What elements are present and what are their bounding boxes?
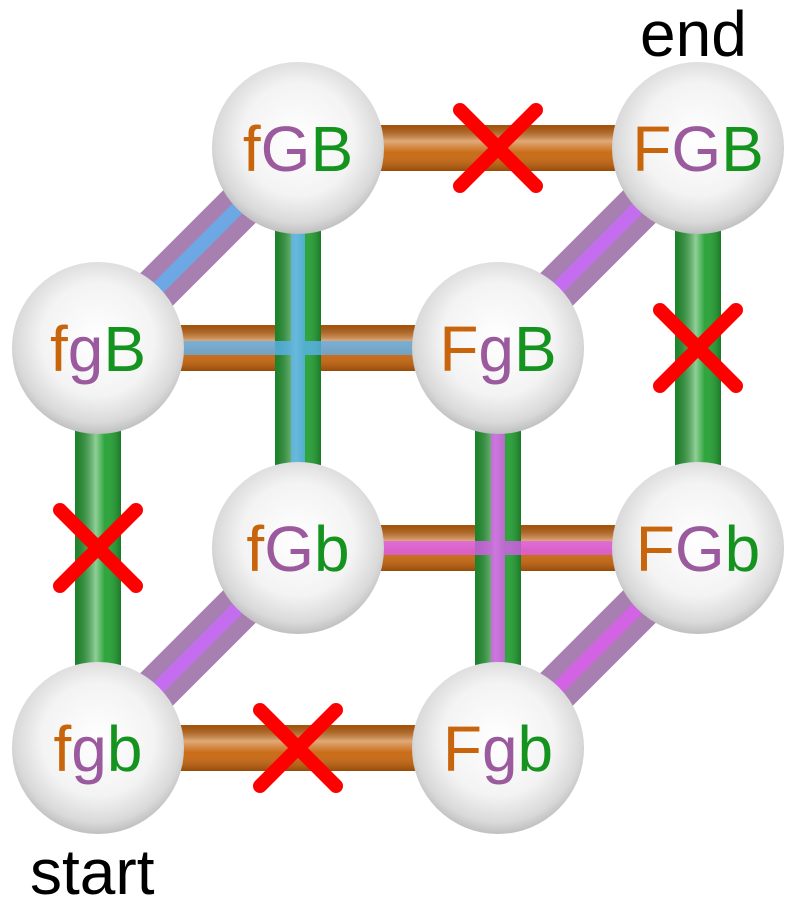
gene-letter: f xyxy=(246,513,264,585)
gene-letter: F xyxy=(443,713,482,785)
node-FGB: FGB xyxy=(612,62,784,234)
node-label: Fgb xyxy=(443,713,553,785)
node-Fgb: Fgb xyxy=(412,662,584,834)
gene-letter: F xyxy=(439,313,478,385)
gene-letter: b xyxy=(518,713,554,785)
gene-letter: g xyxy=(71,713,107,785)
node-sphere xyxy=(612,462,784,634)
node-sphere xyxy=(412,262,584,434)
gene-letter: b xyxy=(107,713,143,785)
gene-letter: g xyxy=(482,713,518,785)
node-label: fGB xyxy=(243,113,353,185)
gene-letter: B xyxy=(721,113,764,185)
gene-letter: f xyxy=(54,713,72,785)
blocked-cross-fgb-fgB xyxy=(53,503,143,593)
end-label: end xyxy=(640,0,747,70)
gene-letter: g xyxy=(478,313,514,385)
node-label: FgB xyxy=(439,313,556,385)
node-fGB: fGB xyxy=(212,62,384,234)
gene-letter: F xyxy=(632,113,671,185)
node-FGb: FGb xyxy=(612,462,784,634)
gene-letter: g xyxy=(68,313,104,385)
gene-letter: b xyxy=(725,513,761,585)
gene-letter: B xyxy=(514,313,557,385)
blocked-markers-layer xyxy=(53,103,743,793)
gene-letter: f xyxy=(243,113,261,185)
node-fgb: fgb xyxy=(12,662,184,834)
gene-letter: G xyxy=(261,113,311,185)
gene-letter: B xyxy=(310,113,353,185)
blocked-cross-FGb-FGB xyxy=(653,303,743,393)
node-label: FGB xyxy=(632,113,764,185)
blocked-cross-fgb-Fgb xyxy=(253,703,343,793)
node-FgB: FgB xyxy=(412,262,584,434)
node-sphere xyxy=(212,462,384,634)
gene-letter: F xyxy=(636,513,675,585)
start-label: start xyxy=(30,836,155,908)
node-fGb: fGb xyxy=(212,462,384,634)
node-sphere xyxy=(12,662,184,834)
gene-letter: f xyxy=(50,313,68,385)
node-label: FGb xyxy=(636,513,760,585)
node-sphere xyxy=(612,62,784,234)
node-label: fgB xyxy=(50,313,146,385)
node-sphere xyxy=(412,662,584,834)
node-fgB: fgB xyxy=(12,262,184,434)
node-sphere xyxy=(212,62,384,234)
node-sphere xyxy=(12,262,184,434)
gene-letter: G xyxy=(671,113,721,185)
node-label: fgb xyxy=(54,713,143,785)
gene-letter: G xyxy=(675,513,725,585)
gene-letter: b xyxy=(314,513,350,585)
gene-letter: B xyxy=(103,313,146,385)
node-label: fGb xyxy=(246,513,349,585)
gene-letter: G xyxy=(264,513,314,585)
blocked-cross-fGB-FGB xyxy=(453,103,543,193)
